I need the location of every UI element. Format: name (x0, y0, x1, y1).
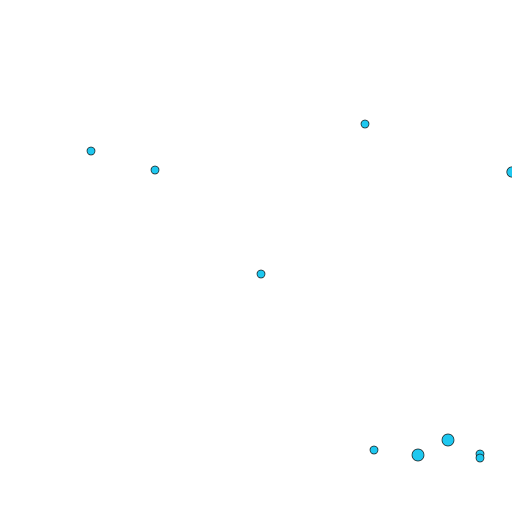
scatter-point (150, 165, 160, 175)
scatter-point (369, 445, 379, 455)
scatter-point (475, 453, 485, 463)
scatter-point (441, 433, 455, 447)
scatter-point (411, 448, 425, 462)
scatter-point (360, 119, 370, 129)
scatter-point (86, 146, 96, 156)
scatter-point (256, 269, 266, 279)
